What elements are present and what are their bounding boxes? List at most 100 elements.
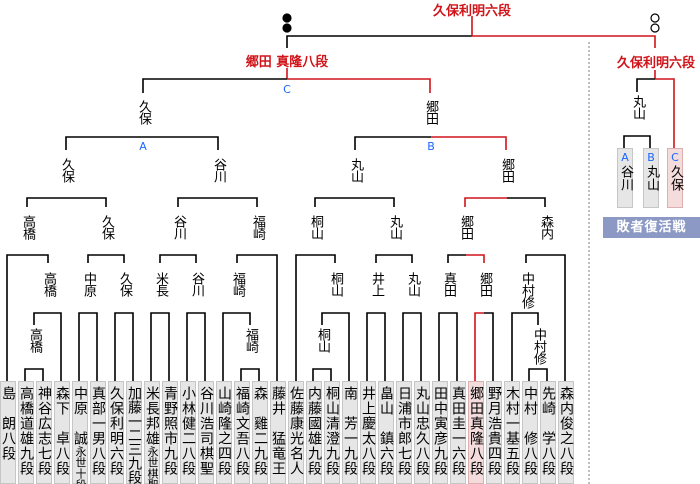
player-name-column: 日浦市郎七段 — [396, 386, 412, 476]
player-rank: 五段 — [504, 446, 520, 476]
player-entry: 神谷広志七段 — [36, 381, 52, 484]
repechage-winner-short: 丸山 — [630, 95, 645, 119]
player-entry: 郷田真隆八段 — [468, 381, 484, 484]
player-rank: 竜王 — [270, 446, 286, 476]
player-name-column: 神谷広志七段 — [36, 386, 52, 476]
bracket-line — [321, 312, 350, 381]
player-rank: 棋聖 — [198, 446, 214, 476]
bracket-line — [78, 312, 98, 381]
winner-label: 真田 — [441, 272, 456, 296]
bracket-line — [87, 254, 125, 263]
player-name: 真部一男 — [90, 386, 106, 446]
bracket-line — [6, 254, 49, 381]
bracket-line — [484, 312, 494, 381]
player-name: 小林健二 — [180, 386, 196, 446]
player-name: 島 朗 — [0, 386, 16, 431]
player-name-column: 中原 誠永世十段 — [72, 386, 88, 484]
bracket-line — [114, 312, 134, 381]
bracket-line — [655, 78, 675, 148]
winner-label: 郷田 — [499, 158, 514, 182]
player-entry: 藤井 猛竜王 — [270, 381, 286, 484]
player-entry: 真部一男八段 — [90, 381, 106, 484]
bracket-line — [464, 197, 507, 207]
player-entry: 山崎隆之四段 — [216, 381, 232, 484]
player-name: 中原 誠 — [72, 386, 88, 446]
player-rank: 七段 — [36, 446, 52, 476]
player-name: 久保利明 — [108, 386, 124, 446]
player-entry: 森 雞二九段 — [252, 381, 268, 484]
winner-label: 井上 — [369, 272, 384, 296]
player-rank: 六段 — [378, 446, 394, 476]
player-name-column: 小林健二八段 — [180, 386, 196, 476]
player-name-column: 佐藤康光名人 — [288, 386, 304, 476]
player-rank: 六段 — [450, 446, 466, 476]
player-name: 藤井 猛 — [270, 386, 286, 446]
winner-label: 中村修 — [531, 328, 546, 364]
bracket-line — [287, 78, 431, 93]
player-entry: 内藤國雄九段 — [306, 381, 322, 484]
winner-label: 桐山 — [315, 328, 330, 352]
player-name-column: 畠山 鎮六段 — [378, 386, 394, 476]
player-name-column: 福崎文吾八段 — [234, 386, 250, 476]
bracket-line — [65, 136, 219, 150]
player-rank: 八段 — [54, 446, 70, 476]
player-name-column: 森 雞二九段 — [252, 386, 268, 476]
winner-label: 久保 — [59, 158, 74, 182]
win-mark-icon — [650, 13, 660, 23]
bracket-line — [447, 254, 466, 263]
player-entry: 真田圭一六段 — [450, 381, 466, 484]
player-name-column: 青野照市九段 — [162, 386, 178, 476]
player-rank: 九段 — [18, 446, 34, 476]
player-entry: 野月浩貴四段 — [486, 381, 502, 484]
player-entry: 南 芳一九段 — [342, 381, 358, 484]
winner-label: 谷川 — [189, 272, 204, 296]
player-rank: 八段 — [468, 446, 484, 476]
player-name: 米長邦雄 — [144, 386, 160, 446]
winner-label: 郷田 — [477, 272, 492, 296]
finalist-left-label: 郷田 真隆八段 — [245, 55, 329, 70]
player-rank: 八段 — [540, 446, 556, 476]
bracket-line — [471, 16, 656, 48]
player-name: 福崎文吾 — [234, 386, 250, 446]
player-rank: 九段 — [252, 446, 268, 476]
player-rank: 九段 — [306, 446, 322, 476]
player-name: 青野照市 — [162, 386, 178, 446]
player-entry: 久保利明六段 — [108, 381, 124, 484]
slot-label: C — [671, 151, 679, 164]
player-name-column: 米長邦雄永世棋聖 — [144, 386, 160, 484]
player-rank: 四段 — [216, 446, 232, 476]
player-name: 中村 修 — [522, 386, 538, 446]
winner-label: 丸山 — [405, 272, 420, 296]
player-entry: 田中寅彦九段 — [432, 381, 448, 484]
player-name-column: 谷川浩司棋聖 — [198, 386, 214, 476]
bracket-line — [314, 197, 395, 207]
bracket-line — [507, 197, 546, 207]
bracket-line — [142, 78, 287, 93]
player-entry: 小林健二八段 — [180, 381, 196, 484]
player-name: 森 雞二 — [252, 386, 268, 446]
player-entry: 先崎 学八段 — [540, 381, 556, 484]
player-rank: 九段 — [432, 446, 448, 476]
player-entry: 谷川浩司棋聖 — [198, 381, 214, 484]
player-name: 佐藤康光 — [288, 386, 304, 446]
bracket-line — [474, 312, 484, 381]
player-name: 内藤國雄 — [306, 386, 322, 446]
player-name: 谷川浩司 — [198, 386, 214, 446]
player-entry: 青野照市九段 — [162, 381, 178, 484]
player-rank: 九段 — [126, 456, 142, 484]
player-entry: 中村 修八段 — [522, 381, 538, 484]
slot-label: A — [621, 151, 629, 164]
player-name-column: 先崎 学八段 — [540, 386, 556, 476]
player-rank: 名人 — [288, 446, 304, 476]
entry-name: 谷川 — [618, 165, 633, 191]
player-rank: 八段 — [234, 446, 250, 476]
bracket-line — [354, 136, 431, 150]
player-name: 神谷広志 — [36, 386, 52, 446]
player-name-column: 内藤國雄九段 — [306, 386, 322, 476]
bracket-line — [295, 254, 336, 381]
player-rank: 八段 — [90, 446, 106, 476]
player-entry: 佐藤康光名人 — [288, 381, 304, 484]
bracket-line — [312, 368, 332, 381]
player-rank: 四段 — [486, 446, 502, 476]
